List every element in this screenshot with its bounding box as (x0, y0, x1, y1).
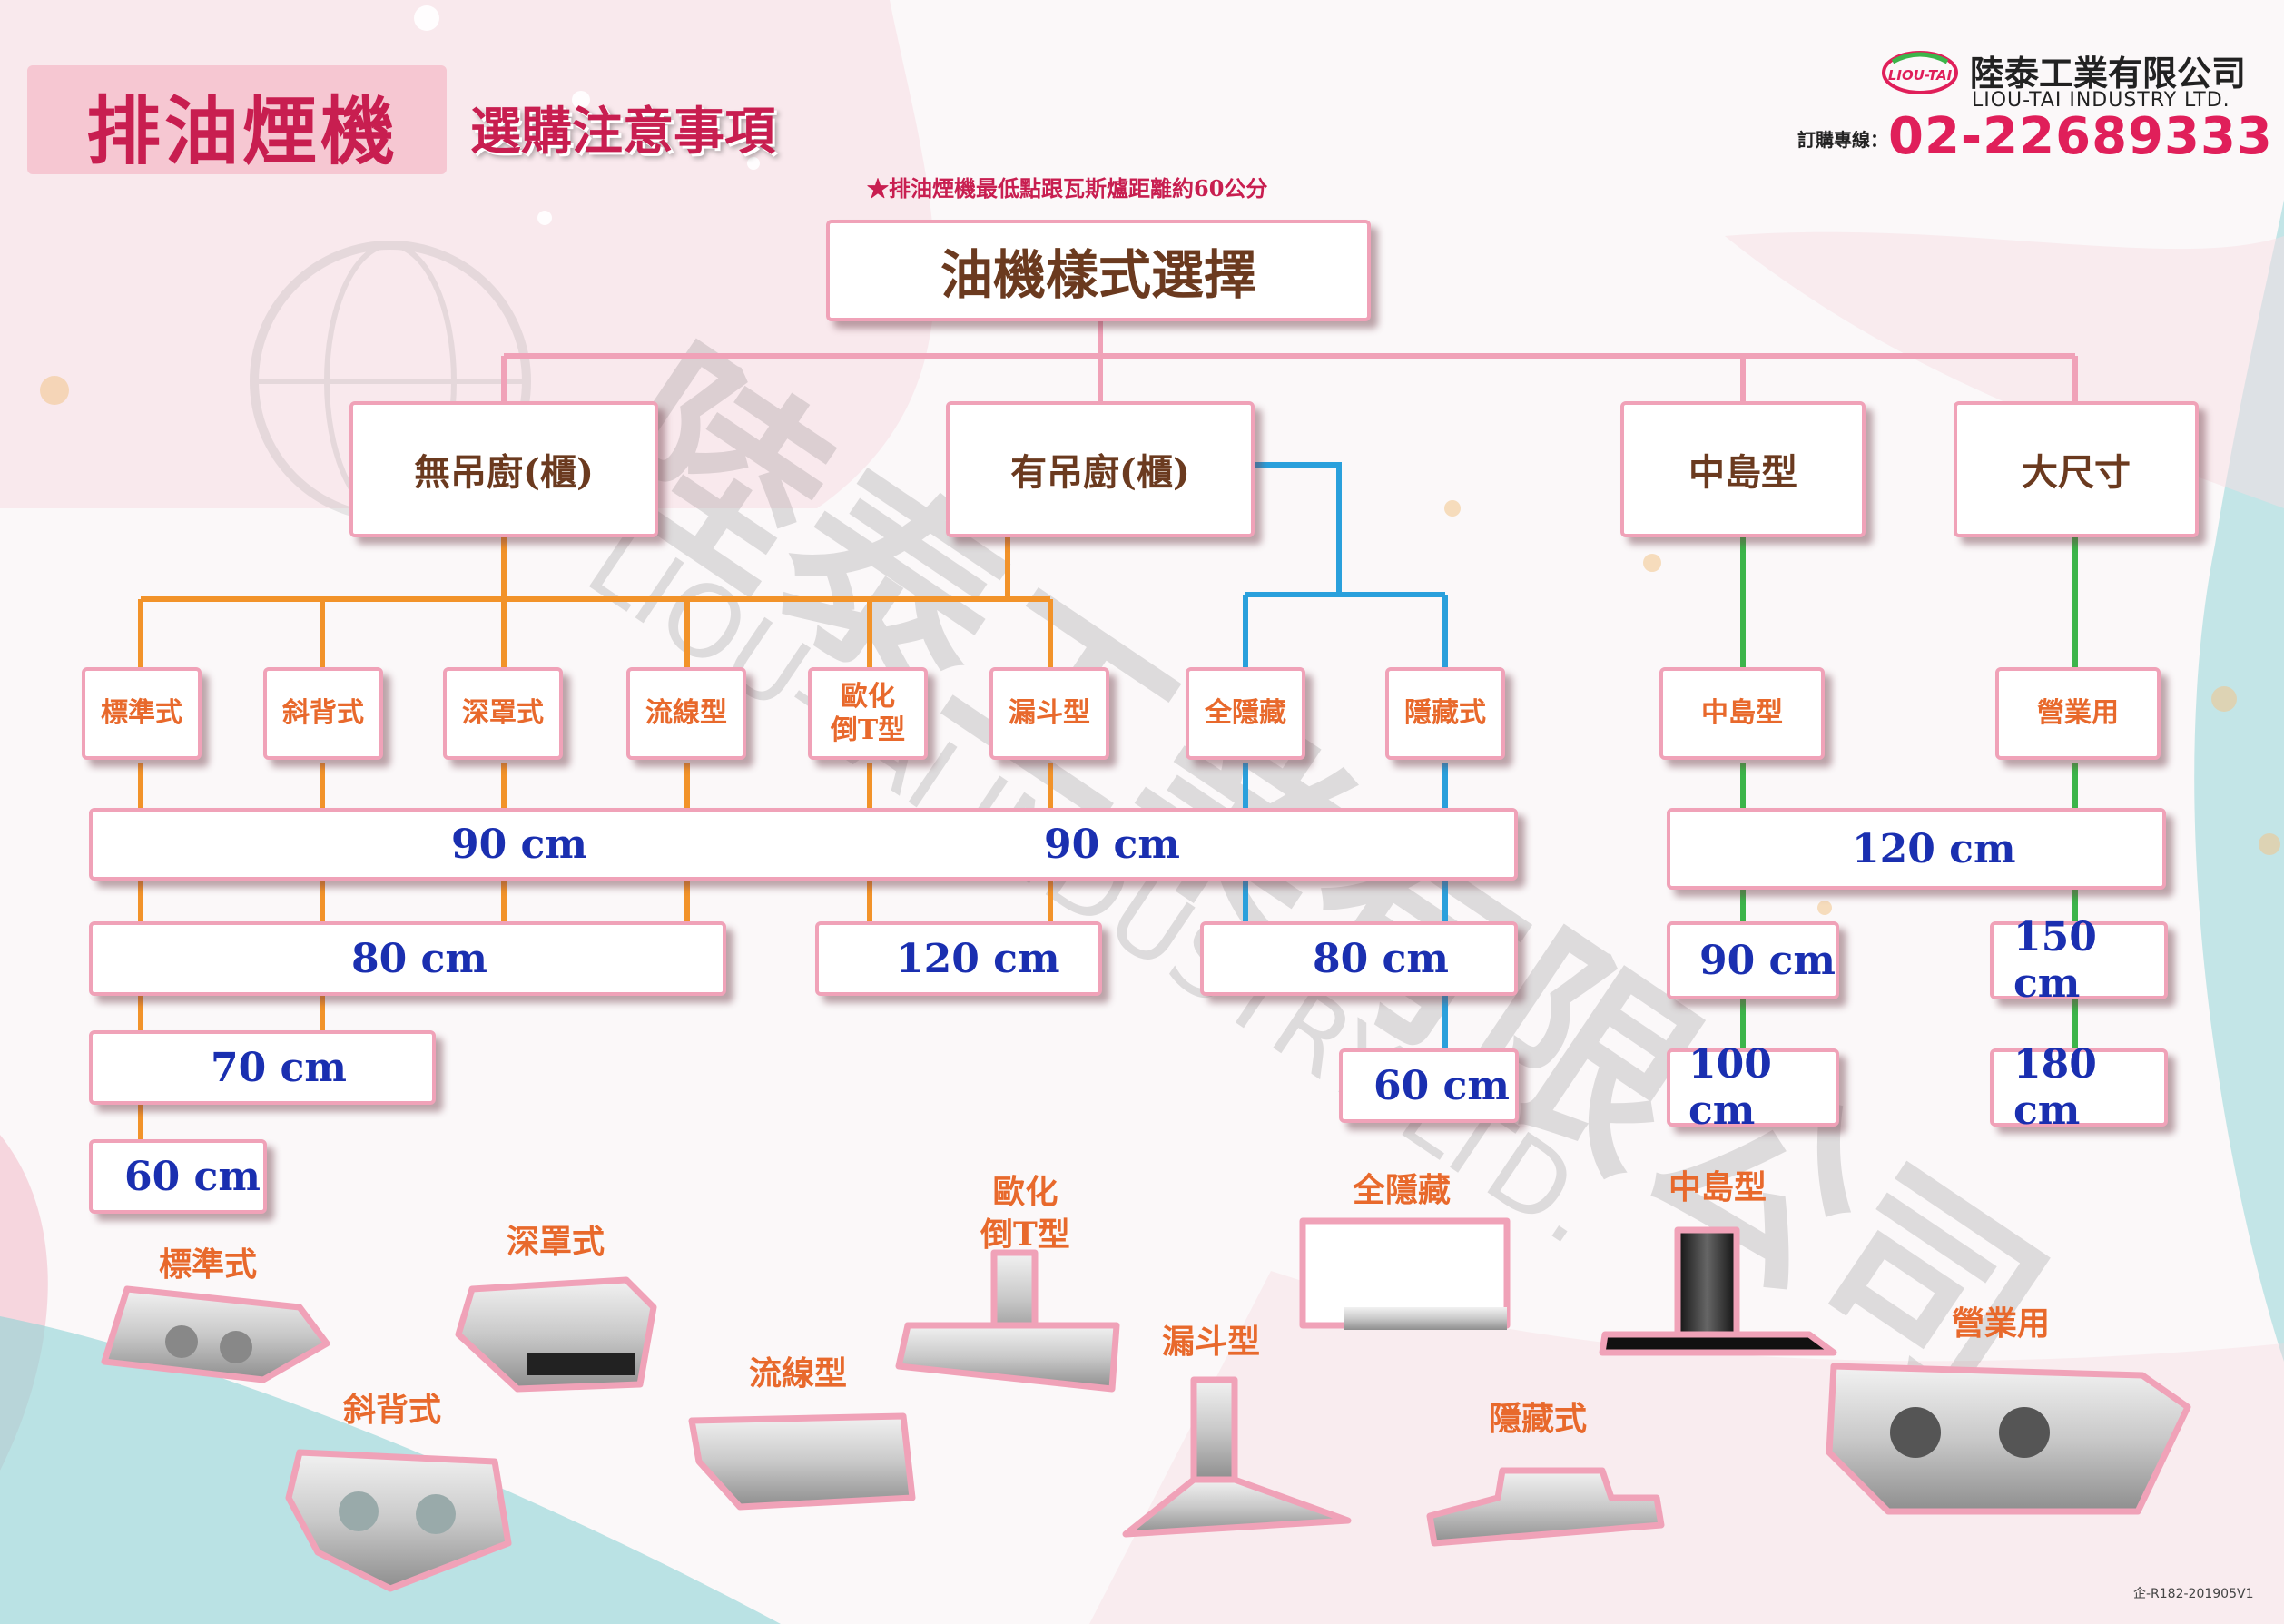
page-subtitle: 選購注意事項 (470, 102, 775, 162)
hotline-label: 訂購專線： (1797, 129, 1888, 151)
category-no-cabinet[interactable]: 無吊廚(櫃) (349, 401, 658, 537)
hood-funnel-icon (1122, 1376, 1352, 1538)
size-80-hidden: 80 cm (1313, 935, 1449, 982)
product-label-commercial: 營業用 (1952, 1304, 2051, 1343)
size-bar-80-left: 80 cm (89, 921, 726, 996)
type-streamline[interactable]: 流線型 (626, 667, 746, 760)
product-label-hidden: 隱藏式 (1489, 1400, 1588, 1438)
size-90-island: 90 cm (1699, 937, 1836, 984)
hood-streamline-icon (688, 1412, 916, 1511)
type-commercial[interactable]: 營業用 (1995, 667, 2161, 760)
company-name-zh: 陸泰工業有限公司 (1970, 54, 2247, 94)
size-60-hidden: 60 cm (1373, 1062, 1510, 1109)
page-title: 排油煙機 (86, 88, 399, 175)
distance-note: ★排油煙機最低點跟瓦斯爐距離約60公分 (867, 175, 1268, 202)
hood-deep-icon (455, 1276, 657, 1393)
size-bar-90-island: 90 cm (1667, 921, 1839, 999)
type-full-hidden[interactable]: 全隱藏 (1186, 667, 1305, 760)
size-80-left: 80 cm (351, 935, 487, 982)
size-bar-90: 90 cm 90 cm (89, 808, 1518, 881)
product-label-standard: 標準式 (159, 1245, 258, 1284)
size-90-right: 90 cm (1044, 821, 1180, 868)
size-bar-80-hidden: 80 cm (1200, 921, 1518, 996)
type-island[interactable]: 中島型 (1659, 667, 1825, 760)
company-logo-text: LIOU-TAI (1887, 67, 1953, 84)
product-label-deep: 深罩式 (507, 1223, 605, 1261)
category-island[interactable]: 中島型 (1620, 401, 1866, 537)
product-label-euro-t: 歐化 倒T型 (980, 1173, 1070, 1254)
product-label-island: 中島型 (1669, 1168, 1767, 1206)
category-large[interactable]: 大尺寸 (1954, 401, 2199, 537)
footer-code: 企-R182-201905V1 (2133, 1587, 2254, 1601)
hood-hidden-icon (1426, 1467, 1665, 1547)
size-bar-120-euro: 120 cm (815, 921, 1102, 996)
product-label-full-hidden: 全隱藏 (1353, 1171, 1452, 1209)
hood-commercial-icon (1826, 1363, 2191, 1515)
root-box-style-select: 油機樣式選擇 (826, 220, 1371, 321)
size-bar-180: 180 cm (1990, 1041, 2168, 1134)
hood-euro-t-icon (895, 1249, 1120, 1393)
hood-standard-icon (101, 1285, 330, 1383)
size-120-euro: 120 cm (896, 935, 1060, 982)
size-180: 180 cm (2013, 1041, 2097, 1134)
size-70: 70 cm (211, 1044, 347, 1091)
type-hidden[interactable]: 隱藏式 (1385, 667, 1505, 760)
type-funnel[interactable]: 漏斗型 (989, 667, 1109, 760)
size-bar-70: 70 cm (89, 1030, 436, 1105)
size-bar-60-standard: 60 cm (89, 1139, 267, 1214)
header-title-box (27, 65, 447, 174)
type-slant-back[interactable]: 斜背式 (263, 667, 383, 760)
size-100: 100 cm (1688, 1041, 1772, 1134)
product-label-funnel: 漏斗型 (1162, 1323, 1261, 1361)
type-deep-hood[interactable]: 深罩式 (443, 667, 563, 760)
product-label-slant: 斜背式 (343, 1391, 442, 1429)
company-logo-icon (1879, 45, 1961, 100)
hotline-number[interactable]: 02-22689333 (1888, 107, 2273, 166)
size-bar-150: 150 cm (1990, 914, 2168, 1007)
hood-slant-icon (285, 1449, 512, 1592)
hood-full-hidden-icon (1299, 1217, 1511, 1330)
size-bar-100: 100 cm (1667, 1041, 1839, 1134)
type-standard[interactable]: 標準式 (82, 667, 202, 760)
size-120-island: 120 cm (1852, 825, 2016, 872)
type-euro-t[interactable]: 歐化 倒T型 (808, 667, 928, 760)
size-bar-60-hidden: 60 cm (1339, 1048, 1519, 1123)
size-90-left: 90 cm (451, 821, 587, 868)
product-label-streamline: 流線型 (749, 1354, 848, 1393)
category-with-cabinet[interactable]: 有吊廚(櫃) (946, 401, 1255, 537)
size-150: 150 cm (2013, 914, 2097, 1007)
size-60-standard: 60 cm (124, 1153, 261, 1200)
size-bar-120-island: 120 cm (1667, 808, 2166, 890)
hood-island-icon (1599, 1226, 1837, 1356)
company-name-en: LIOU-TAI INDUSTRY LTD. (1972, 89, 2230, 112)
